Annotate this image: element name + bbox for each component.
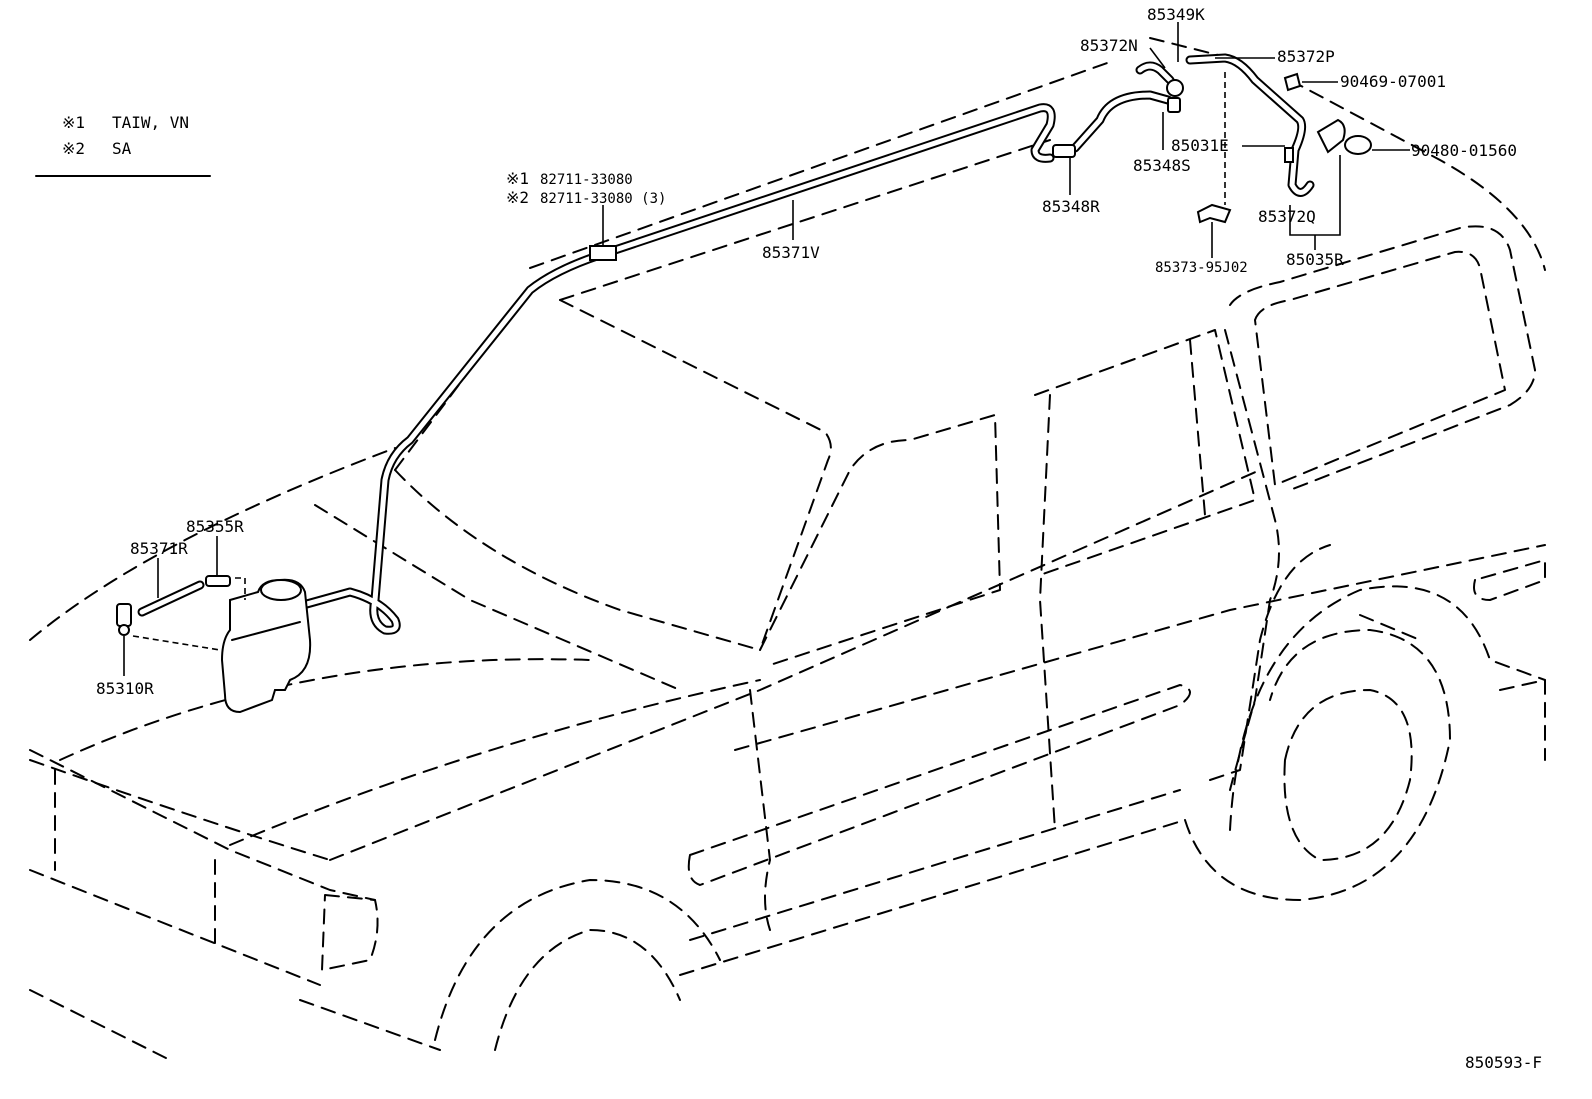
front-door-window (759, 414, 1001, 666)
hood-inner-line (314, 504, 681, 691)
windshield-right (559, 299, 832, 651)
front-wheel-arch (434, 879, 721, 1041)
rocker-line-upper (689, 789, 1181, 941)
part-labels: 85349K 85372N 85372P 90469-07001 85031E … (96, 5, 1542, 1072)
c-pillar (1224, 329, 1280, 791)
body-side-molding (687, 684, 1191, 886)
grille-top (29, 749, 376, 901)
front-tire (494, 929, 681, 1051)
roof-edge-inner (559, 139, 1051, 301)
washer-hoses (137, 53, 1315, 635)
clamp-85373 (1196, 203, 1232, 224)
tank-detail (231, 621, 301, 641)
legend: ※1 TAIW, VN ※2 SA (35, 113, 211, 177)
leader-lines (123, 22, 1410, 676)
label-85349K: 85349K (1147, 5, 1205, 24)
label-82711-mark-1: ※1 (506, 169, 529, 188)
rear-side-marker (1473, 559, 1546, 601)
hose-short-core (1137, 63, 1173, 83)
rear-bumper (1499, 679, 1546, 761)
label-85372Q: 85372Q (1258, 207, 1316, 226)
b-pillar (1039, 394, 1056, 831)
clip-90469 (1283, 72, 1302, 92)
label-85310R: 85310R (96, 679, 154, 698)
label-90480-01560: 90480-01560 (1411, 141, 1517, 160)
front-fender-top (329, 469, 1261, 861)
joint-85031E (1284, 147, 1294, 163)
hose-85372P-core (1187, 55, 1313, 195)
legend-mark-2: ※2 (62, 139, 85, 158)
pump-to-tank-dash (132, 635, 221, 651)
label-85348S: 85348S (1133, 156, 1191, 175)
rear-wheel-arch (1229, 585, 1546, 831)
washer-components (116, 72, 1372, 714)
headlamp (321, 894, 379, 971)
joint-85355R (205, 575, 231, 587)
rear-tire-outer (1184, 629, 1451, 901)
label-90469-07001: 90469-07001 (1340, 72, 1446, 91)
joint-to-tank-dash (235, 577, 246, 600)
grommet-90480 (1344, 135, 1372, 155)
roof-edge-front (529, 61, 1111, 269)
hose-85371V (280, 103, 1056, 635)
label-85355R: 85355R (186, 517, 244, 536)
label-85348R: 85348R (1042, 197, 1100, 216)
joint-85348S (1167, 97, 1181, 113)
label-85373-95J02: 85373-95J02 (1155, 260, 1248, 276)
legend-mark-1: ※1 (62, 113, 85, 132)
hose-85371V-core (282, 105, 1054, 633)
belt-line (734, 544, 1546, 751)
roof-edge-rear (1289, 79, 1546, 271)
legend-text-1: TAIW, VN (112, 113, 189, 132)
rear-door-trailing (1209, 544, 1331, 781)
label-82711-mark-2: ※2 (506, 188, 529, 207)
washer-pump-85310R (116, 603, 132, 627)
leader-85372N (1149, 47, 1166, 69)
label-85035R: 85035R (1286, 250, 1344, 269)
hood-front-edge (29, 759, 331, 861)
hose-85372N-core (1072, 92, 1171, 151)
front-door-leading-edge (749, 689, 771, 931)
washer-tank (220, 578, 312, 714)
hood-left-edge (29, 447, 396, 641)
label-82711-33080-b: 82711-33080 (3) (540, 191, 666, 207)
rear-tire-inner (1283, 689, 1413, 861)
rear-door-divider (1189, 339, 1206, 516)
windshield-bottom (394, 469, 761, 651)
label-85371V: 85371V (762, 243, 820, 262)
vehicle-outline (29, 37, 1546, 1061)
hose-85372N (1070, 90, 1173, 153)
hose-85371R-core (139, 582, 203, 615)
rear-door-window (1034, 329, 1256, 576)
rocker-line (679, 819, 1186, 976)
label-85372N: 85372N (1080, 36, 1138, 55)
quarter-window-outer (1229, 225, 1536, 491)
hood-crease (59, 658, 591, 761)
label-82711-33080-a: 82711-33080 (540, 172, 633, 188)
legend-text-2: SA (112, 139, 132, 158)
check-valve-85349K (1166, 79, 1184, 97)
wiring-plate-82711 (589, 245, 617, 261)
bumper-line (29, 869, 321, 986)
label-85371R: 85371R (130, 539, 188, 558)
joint-85348R (1052, 144, 1076, 158)
rear-arch-detail (1359, 614, 1421, 641)
label-85031E: 85031E (1171, 136, 1229, 155)
hood-right-edge (229, 679, 761, 846)
label-85372P: 85372P (1277, 47, 1335, 66)
front-sill (299, 999, 441, 1051)
tank-cap (260, 579, 302, 601)
bumper-lower (29, 989, 171, 1061)
diagram-id: 850593-F (1465, 1053, 1542, 1072)
quarter-window (1254, 250, 1506, 486)
pump-outlet (118, 624, 130, 636)
nozzle-85035R (1316, 118, 1346, 154)
